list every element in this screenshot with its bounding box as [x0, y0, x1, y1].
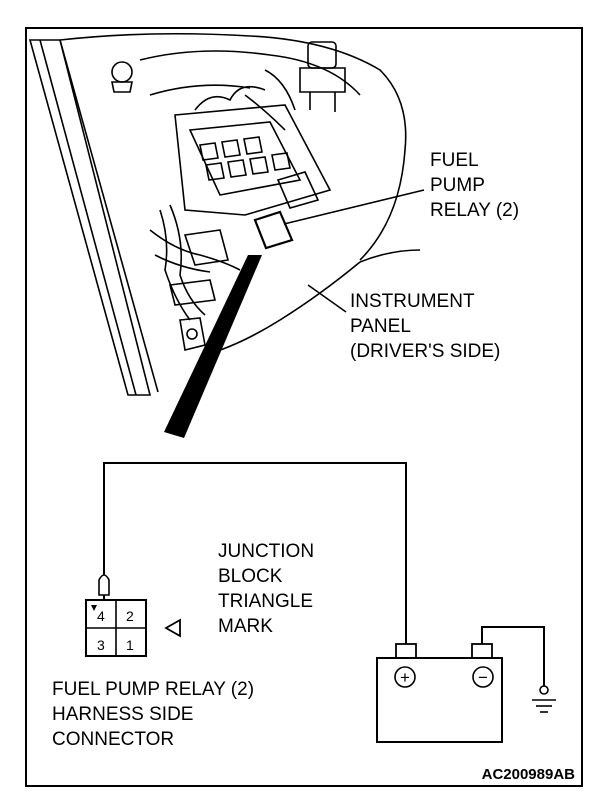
- label-connector-caption: FUEL PUMP RELAY (2) HARNESS SIDE CONNECT…: [52, 679, 259, 750]
- test-lead-wire: [103, 462, 407, 652]
- figure-border: [25, 27, 583, 787]
- battery: + −: [376, 643, 503, 743]
- positive-sign: +: [400, 668, 410, 687]
- ground-wire: [481, 626, 545, 686]
- label-junction-block: JUNCTION BLOCK TRIANGLE MARK: [218, 541, 319, 637]
- ground-symbol-icon: [532, 685, 556, 713]
- positive-terminal-icon: [394, 666, 416, 688]
- dashboard-illustration: [28, 32, 421, 396]
- figure-id: AC200989AB: [482, 766, 576, 783]
- pin-1: 1: [126, 637, 134, 653]
- negative-terminal-icon: [472, 666, 494, 688]
- pin-triangle-mark: [91, 605, 97, 611]
- junction-block-triangle-icon: [164, 618, 181, 638]
- negative-sign: −: [478, 668, 488, 687]
- pin-2: 2: [126, 608, 134, 624]
- probe-tip: [98, 574, 110, 596]
- relay-leader-line: [283, 189, 425, 225]
- pin-4: 4: [97, 608, 105, 624]
- pin-3: 3: [97, 637, 105, 653]
- callout-wedge: [164, 255, 262, 438]
- label-fuel-pump-relay: FUEL PUMP RELAY (2): [430, 150, 519, 221]
- harness-connector: 4 2 3 1: [85, 599, 147, 657]
- panel-leader-line: [307, 284, 347, 313]
- label-instrument-panel: INSTRUMENT PANEL (DRIVER'S SIDE): [350, 291, 500, 362]
